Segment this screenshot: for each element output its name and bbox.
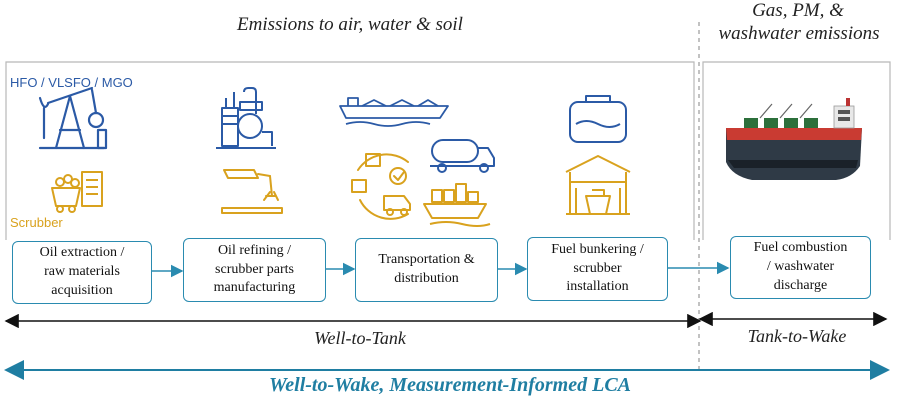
stage-line: Oil extraction / (39, 245, 125, 261)
container-ship-icon (423, 183, 491, 227)
emissions-label: Emissions to air, water & soil (237, 14, 463, 35)
stage-oil-refining: Oil refining / scrubber parts manufactur… (183, 238, 326, 302)
well-to-tank-label: Well-to-Tank (314, 328, 406, 348)
stage-transportation: Transportation & distribution (355, 238, 498, 302)
stage-line: manufacturing (213, 280, 296, 296)
fuel-types-label: HFO / VLSFO / MGO (10, 75, 133, 90)
welding-icon (221, 169, 283, 214)
pump-jack-icon (38, 86, 108, 150)
stage-line: Transportation & (378, 252, 475, 268)
stage-line: installation (566, 279, 629, 295)
stage-line: acquisition (51, 282, 113, 298)
stage-fuel-combustion: Fuel combustion / washwater discharge (730, 236, 871, 299)
stage-line: scrubber (573, 260, 622, 276)
shipyard-icon (565, 155, 631, 215)
gas-emissions-label-line2: washwater emissions (718, 23, 880, 44)
ttw-bracket (702, 61, 891, 240)
wtt-bracket (5, 61, 695, 240)
refinery-icon (216, 87, 276, 149)
stage-line: Oil refining / (217, 242, 292, 258)
bulk-carrier-ship-icon (726, 98, 862, 180)
stage-line: Fuel combustion (753, 240, 848, 256)
raw-material-icon (51, 171, 103, 213)
stage-line: distribution (394, 271, 459, 286)
tanker-ship-icon (339, 97, 449, 127)
scrubber-label: Scrubber (10, 215, 63, 230)
stage-line: Fuel bunkering / (551, 241, 644, 257)
tanker-truck-icon (430, 139, 495, 173)
stage-oil-extraction: Oil extraction / raw materials acquisiti… (12, 241, 152, 304)
tank-to-wake-label: Tank-to-Wake (747, 326, 847, 346)
well-to-wake-label: Well-to-Wake, Measurement-Informed LCA (268, 374, 632, 396)
stage-line: raw materials (44, 264, 120, 280)
storage-tank-icon (569, 95, 627, 143)
stage-line: discharge (773, 277, 828, 293)
gas-emissions-label-line1: Gas, PM, & (752, 0, 844, 21)
stage-fuel-bunkering: Fuel bunkering / scrubber installation (527, 237, 668, 301)
stage-line: scrubber parts (215, 261, 294, 277)
distribution-cycle-icon (351, 153, 411, 220)
stage-line: / washwater (766, 259, 835, 275)
